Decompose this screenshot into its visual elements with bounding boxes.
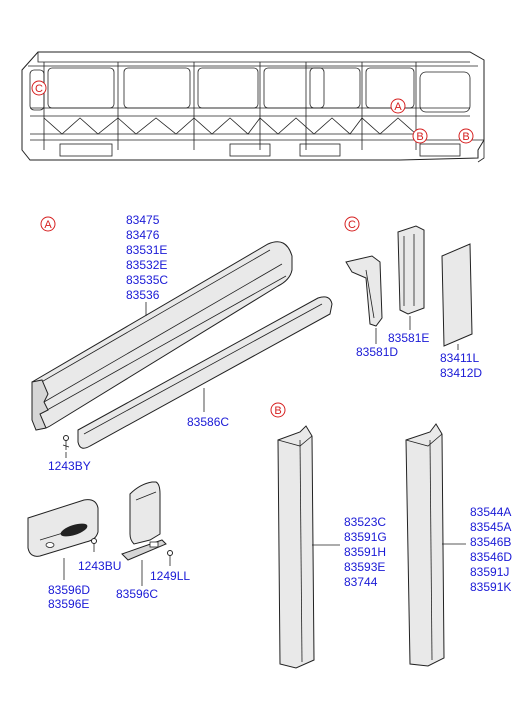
label-group-b-left: 83523C 83591G 83591H 83593E 83744	[344, 515, 387, 589]
svg-text:C: C	[35, 83, 43, 95]
trim-strip-83586c	[77, 296, 333, 449]
svg-text:B: B	[416, 131, 423, 143]
screw-1243bu	[91, 538, 97, 552]
svg-text:83531E: 83531E	[126, 243, 167, 257]
screw-1249ll	[167, 550, 173, 566]
callout-a: A	[40, 216, 56, 232]
bracket-83581d	[345, 255, 383, 327]
svg-text:83475: 83475	[126, 213, 160, 227]
end-cap-83596c	[121, 481, 167, 561]
label-83586c: 83586C	[187, 415, 229, 429]
svg-text:B: B	[462, 131, 469, 143]
screw-1243by	[62, 435, 70, 450]
svg-text:83546D: 83546D	[470, 550, 512, 564]
channel-83581e	[397, 225, 425, 315]
svg-text:B: B	[274, 405, 281, 417]
end-cap-83596d	[27, 499, 99, 557]
svg-text:83591G: 83591G	[344, 530, 387, 544]
callout-c-overview: C	[31, 80, 47, 96]
svg-text:83591K: 83591K	[470, 580, 511, 594]
label-83581d: 83581D	[356, 345, 398, 359]
svg-text:83532E: 83532E	[126, 258, 167, 272]
corner-panel-left	[277, 425, 315, 669]
panel-83411l	[441, 243, 473, 347]
svg-text:83593E: 83593E	[344, 560, 385, 574]
label-83412d: 83412D	[440, 366, 482, 380]
bus-truss	[30, 117, 470, 141]
label-group-b-right: 83544A 83545A 83546B 83546D 83591J 83591…	[470, 505, 512, 594]
label-83581e: 83581E	[388, 331, 429, 345]
label-1249ll: 1249LL	[150, 569, 190, 583]
callout-b-overview-right: B	[458, 128, 474, 144]
rub-rail-main	[31, 241, 293, 431]
svg-text:83744: 83744	[344, 575, 378, 589]
label-group-a: 83475 83476 83531E 83532E 83535C 83536	[126, 213, 168, 302]
bus-frame-illustration: C A B B	[21, 51, 485, 163]
svg-text:83591J: 83591J	[470, 565, 509, 579]
label-83596c: 83596C	[116, 587, 158, 601]
callout-b: B	[270, 402, 286, 418]
label-1243by: 1243BY	[48, 459, 91, 473]
svg-text:C: C	[348, 219, 356, 231]
svg-text:83591H: 83591H	[344, 545, 386, 559]
svg-text:A: A	[394, 101, 402, 113]
svg-text:83536: 83536	[126, 288, 160, 302]
label-83596e: 83596E	[48, 597, 89, 611]
label-83411l: 83411L	[440, 351, 479, 365]
svg-text:83545A: 83545A	[470, 520, 511, 534]
corner-panel-right	[405, 423, 445, 667]
svg-text:83544A: 83544A	[470, 505, 511, 519]
svg-text:83476: 83476	[126, 228, 160, 242]
callout-c: C	[344, 216, 360, 232]
svg-text:83546B: 83546B	[470, 535, 511, 549]
svg-text:A: A	[44, 219, 52, 231]
label-1243bu: 1243BU	[78, 559, 121, 573]
callout-a-overview: A	[390, 98, 406, 114]
label-83596d: 83596D	[48, 583, 90, 597]
svg-text:83535C: 83535C	[126, 273, 168, 287]
svg-text:83523C: 83523C	[344, 515, 386, 529]
callout-b-overview-left: B	[412, 128, 428, 144]
